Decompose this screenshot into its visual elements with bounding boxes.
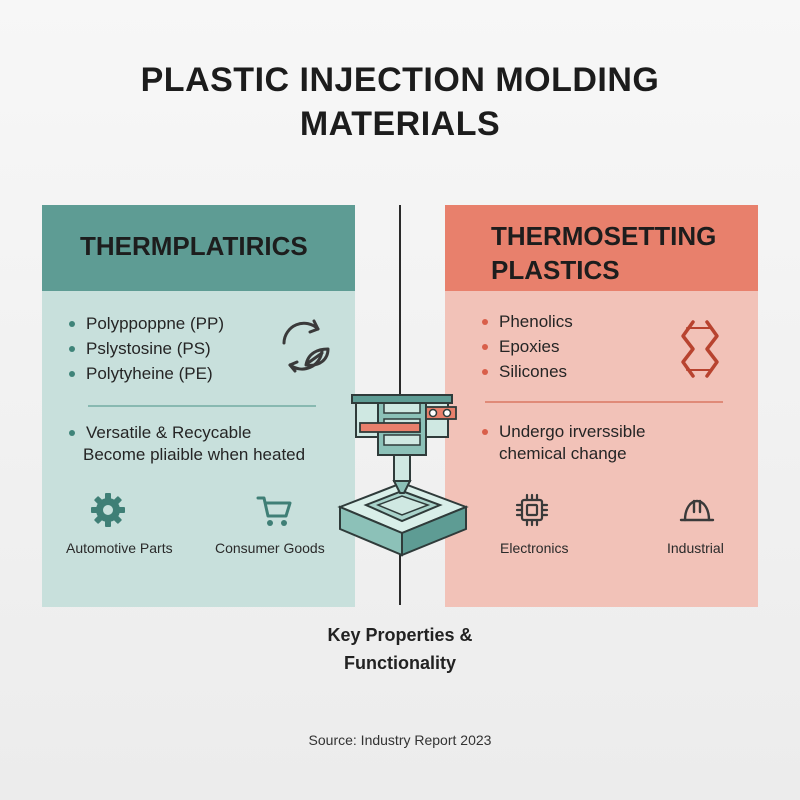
property-line-2: Become pliaible when heated xyxy=(83,445,306,464)
list-item: Pslystosine (PS) xyxy=(66,336,224,361)
title-line-2: MATERIALS xyxy=(299,105,501,143)
gear-icon xyxy=(91,493,125,527)
property-line-1: Versatile & Recycable xyxy=(66,422,305,444)
microchip-icon xyxy=(515,493,549,527)
list-item: Polyppoppne (PP) xyxy=(66,311,224,336)
injection-molding-machine-icon xyxy=(337,394,469,557)
recycle-leaf-icon xyxy=(282,319,330,373)
source-note: Source: Industry Report 2023 xyxy=(308,732,492,748)
thermoplastics-properties: Versatile & Recycable Become pliaible wh… xyxy=(66,422,305,466)
application-label: Automotive Parts xyxy=(66,540,173,556)
list-item: Polytyheine (PE) xyxy=(66,361,224,386)
thermoplastics-panel: THERMPLATIRICS Polyppoppne (PP) Pslystos… xyxy=(42,205,355,607)
list-item: Epoxies xyxy=(479,334,573,359)
hard-hat-icon xyxy=(679,499,715,522)
thermoplastics-materials-list: Polyppoppne (PP) Pslystosine (PS) Polyty… xyxy=(66,311,224,386)
property-line-2: chemical change xyxy=(499,444,627,463)
application-label: Electronics xyxy=(500,540,569,556)
application-label: Industrial xyxy=(667,540,724,556)
zigzag-chain-icon xyxy=(681,320,719,378)
thermoplastics-header: THERMPLATIRICS xyxy=(42,205,355,291)
thermosetting-properties: Undergo irverssible chemical change xyxy=(479,421,645,465)
list-item: Silicones xyxy=(479,359,573,384)
thermosetting-materials-list: Phenolics Epoxies Silicones xyxy=(479,309,573,384)
list-item: Phenolics xyxy=(479,309,573,334)
property-line-1: Undergo irverssible xyxy=(479,421,645,443)
application-label: Consumer Goods xyxy=(215,540,325,556)
title-line-1: PLASTIC INJECTION MOLDING xyxy=(140,61,660,99)
thermosetting-header: THERMOSETTING PLASTICS xyxy=(445,205,758,291)
key-properties-caption: Key Properties & Functionality xyxy=(327,625,473,673)
thermosetting-heading: THERMOSETTING PLASTICS xyxy=(491,221,717,285)
thermoplastics-separator xyxy=(88,405,316,407)
page-title: PLASTIC INJECTION MOLDING MATERIALS xyxy=(0,58,800,146)
thermoplastics-heading: THERMPLATIRICS xyxy=(80,231,308,261)
shopping-cart-icon xyxy=(256,496,292,526)
thermosetting-panel: THERMOSETTING PLASTICS Phenolics Epoxies… xyxy=(445,205,758,607)
thermosetting-separator xyxy=(485,401,723,403)
